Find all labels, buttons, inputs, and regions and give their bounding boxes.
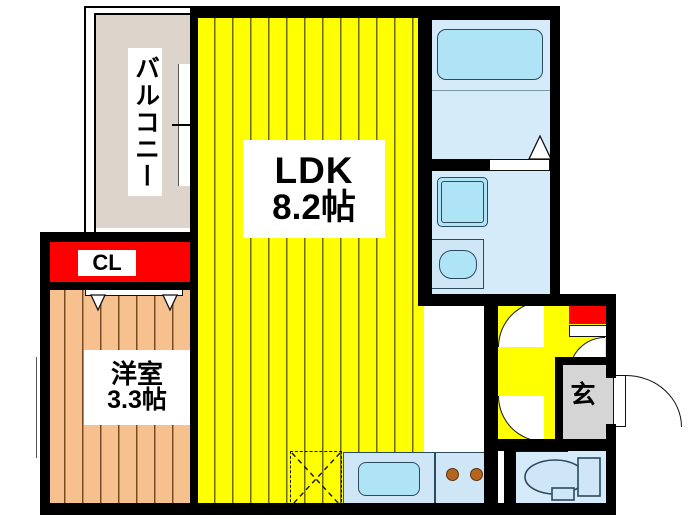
stove-burner-right-icon — [470, 468, 483, 481]
balcony-railing-outer-left — [84, 6, 86, 234]
bathtub-icon — [437, 29, 543, 80]
wall-top-ldk — [190, 6, 430, 18]
bedroom-name: 洋室 — [110, 359, 163, 390]
balcony-window-center-mark — [172, 124, 196, 126]
stove-burner-left-icon — [446, 468, 459, 481]
bedroom-label: 洋室 3.3帖 — [84, 350, 190, 425]
ldk-label: LDK 8.2帖 — [243, 140, 385, 238]
wall-closet-bedroom-divider — [40, 282, 198, 290]
bathroom-door-swing-mark — [527, 134, 553, 160]
genkan-label-box: 玄 — [566, 380, 600, 412]
ldk-name: LDK — [274, 150, 354, 192]
vanity-sink-icon — [439, 250, 477, 279]
kitchen-sink-icon — [358, 462, 420, 496]
closet-label-box: CL — [78, 250, 136, 276]
wall-bedroom-top — [40, 232, 198, 242]
bathroom-door-panel — [488, 159, 550, 171]
wall-genkan-top — [555, 357, 615, 365]
balcony-label: バルコニー — [128, 48, 162, 196]
ldk-size: 8.2帖 — [272, 188, 356, 228]
genkan-label: 玄 — [570, 381, 596, 410]
wall-ldk-left-upper — [190, 6, 198, 238]
entrance-door-panel — [613, 375, 626, 427]
washing-machine-pan-inner — [441, 181, 484, 223]
wall-top-bath — [424, 6, 558, 20]
wall-ldk-right-lower — [418, 300, 426, 306]
wall-bottom-ldk — [190, 503, 492, 515]
wall-genkan-bottom — [497, 439, 615, 451]
genkan-floor — [561, 363, 613, 441]
balcony-railing-inner-top — [94, 13, 194, 15]
bedroom-size: 3.3帖 — [107, 386, 167, 414]
wall-ldk-right-upper — [418, 6, 426, 306]
closet-door-swing-marks — [89, 294, 179, 312]
kitchen-counter-divider — [434, 452, 436, 505]
wall-bedroom-bottom — [40, 503, 198, 515]
wall-bath-washroom-divider — [424, 159, 490, 171]
wall-toilet-left — [504, 439, 516, 513]
balcony-railing-outer-top — [84, 6, 194, 8]
balcony-railing-inner-left — [94, 13, 96, 235]
wall-genkan-left — [555, 357, 563, 447]
ldk-floor — [196, 16, 424, 513]
entrance-door-swing — [626, 375, 682, 427]
storage-space-cross — [291, 452, 341, 506]
wall-bedroom-left — [40, 232, 50, 513]
shoe-box-icon — [569, 306, 613, 324]
wall-hall-ldk-upper-stub — [484, 294, 498, 304]
bathroom-tub-ledge-line — [431, 90, 550, 92]
wall-hall-ldk-divider — [484, 294, 498, 514]
wall-bath-left — [424, 6, 432, 306]
wall-right-block-top — [560, 294, 616, 306]
wall-right-exterior-lower — [606, 424, 616, 513]
closet-label: CL — [92, 249, 122, 275]
wall-bath-right — [550, 6, 560, 306]
wall-right-exterior-upper — [606, 294, 616, 378]
toilet-icon — [524, 457, 601, 501]
wall-ldk-left-lower — [190, 238, 198, 513]
